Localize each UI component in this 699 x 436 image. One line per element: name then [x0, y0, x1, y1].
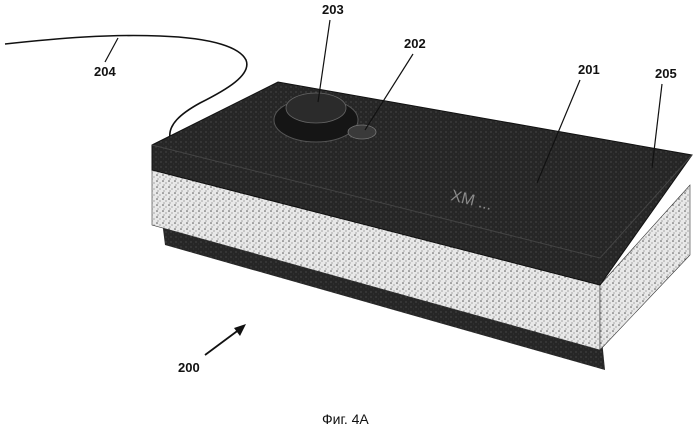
knob-top	[286, 93, 346, 123]
label-203: 203	[322, 2, 344, 17]
leader-204	[105, 38, 118, 62]
label-201: 201	[578, 62, 600, 77]
label-202: 202	[404, 36, 426, 51]
arrow-head-icon	[234, 324, 246, 336]
label-200: 200	[178, 360, 200, 375]
button-icon	[348, 125, 376, 139]
figure-caption: Фиг. 4А	[322, 411, 369, 427]
label-204: 204	[94, 64, 116, 79]
label-205: 205	[655, 66, 677, 81]
